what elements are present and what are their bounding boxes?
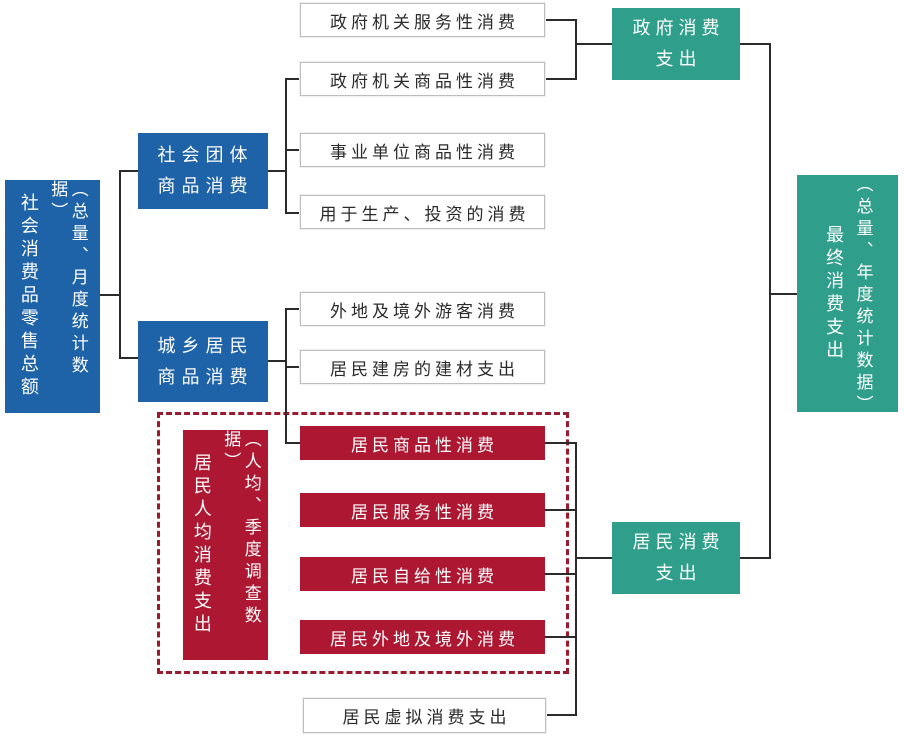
node-resident-consumption: 居民消费 支出 xyxy=(612,522,740,594)
node-label: 最终消费支出 xyxy=(824,224,845,363)
node-label-line2: 支出 xyxy=(655,49,702,69)
node-resident-goods-consumption: 居民商品性消费 xyxy=(300,426,545,460)
node-label-line1: 居民消费 xyxy=(632,532,725,553)
node-label: 居民人均消费支出 xyxy=(191,453,212,637)
connector-line xyxy=(769,293,797,295)
node-label-line1: 社会团体 xyxy=(157,145,254,166)
node-gov-service-consumption: 政府机关服务性消费 xyxy=(300,3,545,37)
node-label: 政府机关服务性消费 xyxy=(330,12,519,32)
node-gov-goods-consumption: 政府机关商品性消费 xyxy=(300,62,545,96)
connector-line xyxy=(575,43,612,45)
connector-line xyxy=(740,557,771,559)
connector-line xyxy=(268,170,287,172)
node-annotation: （总量、年度统计数据） xyxy=(853,175,873,417)
node-social-group-goods: 社会团体 商品消费 xyxy=(138,133,268,209)
node-label: 居民外地及境外消费 xyxy=(330,629,519,649)
connector-line xyxy=(545,573,577,575)
node-label: 居民自给性消费 xyxy=(351,566,498,586)
node-annotation: （人均、季度调查数据） xyxy=(221,430,261,628)
node-resident-virtual-consumption: 居民虚拟消费支出 xyxy=(303,698,546,733)
node-label: 居民建房的建材支出 xyxy=(330,359,519,379)
connector-line xyxy=(545,19,577,21)
connector-line xyxy=(545,509,577,511)
node-label-line1: 政府消费 xyxy=(632,18,725,39)
connector-line xyxy=(285,78,300,80)
node-resident-service-consumption: 居民服务性消费 xyxy=(300,493,545,527)
node-label-line1: 城乡居民 xyxy=(157,335,254,356)
connector-line xyxy=(285,442,300,444)
node-label: 居民虚拟消费支出 xyxy=(342,708,511,727)
node-label: 事业单位商品性消费 xyxy=(330,142,519,162)
node-label-line2: 商品消费 xyxy=(157,176,254,196)
connector-line xyxy=(285,308,300,310)
resident-survey-dashed-frame xyxy=(157,412,569,674)
node-label-line2: 商品消费 xyxy=(157,366,254,387)
connector-line xyxy=(285,366,300,368)
node-label: 用于生产、投资的消费 xyxy=(319,204,530,224)
connector-line xyxy=(545,442,577,444)
connector-line xyxy=(575,19,577,80)
node-label: 社会消费品零售总额 xyxy=(18,193,39,400)
connector-line xyxy=(285,78,287,214)
node-label-line2: 支出 xyxy=(655,563,702,583)
node-resident-nonlocal-overseas-consumption: 居民外地及境外消费 xyxy=(300,620,545,654)
node-housing-material-expenditure: 居民建房的建材支出 xyxy=(300,350,545,384)
connector-line xyxy=(119,170,121,359)
node-urban-rural-resident-goods: 城乡居民 商品消费 xyxy=(138,321,268,402)
connector-line xyxy=(285,212,300,214)
connector-line xyxy=(119,357,138,359)
node-resident-per-capita-expenditure: 居民人均消费支出 （人均、季度调查数据） xyxy=(183,430,268,660)
connector-line xyxy=(119,170,138,172)
connector-line xyxy=(285,149,300,151)
node-retail-sales-total: 社会消费品零售总额 （总量、月度统计数据） xyxy=(5,180,100,413)
connector-line xyxy=(285,308,287,444)
node-production-investment-consumption: 用于生产、投资的消费 xyxy=(300,195,545,229)
node-label: 居民服务性消费 xyxy=(351,502,498,522)
node-resident-self-sufficient-consumption: 居民自给性消费 xyxy=(300,557,545,591)
connector-line xyxy=(740,43,771,45)
node-institution-goods-consumption: 事业单位商品性消费 xyxy=(300,133,545,167)
connector-line xyxy=(769,43,771,559)
connector-line xyxy=(575,557,612,559)
connector-line xyxy=(545,636,577,638)
node-annotation: （总量、月度统计数据） xyxy=(48,180,88,378)
connector-line xyxy=(575,442,577,716)
connector-line xyxy=(100,294,121,296)
node-nonlocal-tourist-consumption: 外地及境外游客消费 xyxy=(300,292,545,326)
node-government-consumption: 政府消费 支出 xyxy=(612,8,740,80)
connector-line xyxy=(545,78,577,80)
connector-line xyxy=(545,714,577,716)
node-label: 外地及境外游客消费 xyxy=(330,301,519,321)
node-label: 政府机关商品性消费 xyxy=(330,71,519,91)
connector-line xyxy=(268,360,287,362)
node-final-consumption: 最终消费支出 （总量、年度统计数据） xyxy=(797,175,898,417)
node-label: 居民商品性消费 xyxy=(351,435,498,455)
